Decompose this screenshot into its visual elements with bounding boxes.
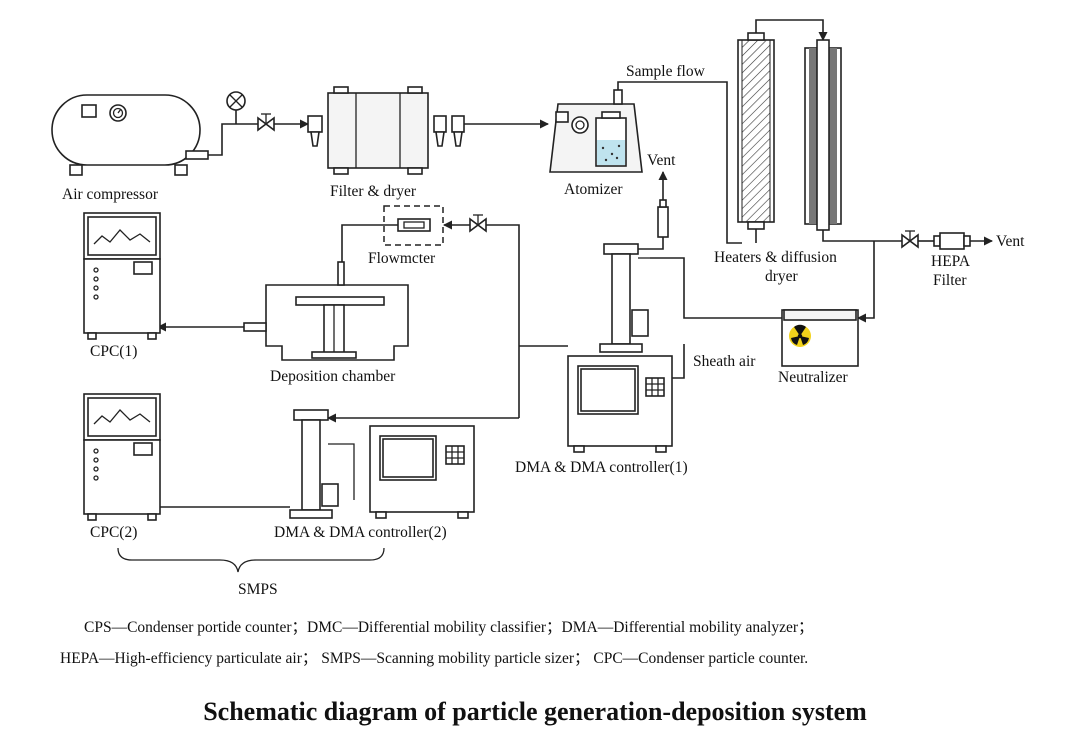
deposition-chamber	[243, 261, 409, 361]
label-sheath-air: Sheath air	[693, 353, 756, 370]
pressure-gauge	[226, 91, 246, 124]
legend-line-2: HEPA—High-efficiency particulate air； SM…	[60, 650, 808, 667]
diffusion-dryer	[804, 39, 842, 231]
sample-flow-line	[617, 81, 742, 244]
air-compressor	[51, 94, 209, 176]
heater-to-dryer-line	[755, 19, 828, 41]
label-sample-flow: Sample flow	[626, 63, 706, 80]
neutralizer-to-dma1-line	[650, 257, 782, 319]
flowmeter-to-chamber-line	[341, 224, 398, 262]
label-cpc1: CPC(1)	[90, 343, 137, 360]
label-neutralizer: Neutralizer	[778, 369, 849, 386]
label-air-compressor: Air compressor	[62, 186, 159, 203]
figure-title: Schematic diagram of particle generation…	[203, 697, 867, 726]
dma-1	[567, 243, 673, 453]
filter-dryer	[307, 86, 465, 175]
valve-1	[257, 113, 275, 132]
smps-bracket	[117, 547, 385, 573]
label-flowmeter: Flowmcter	[368, 250, 436, 267]
label-cpc2: CPC(2)	[90, 524, 137, 541]
label-hepa-line1: HEPA	[931, 253, 971, 270]
label-dma1: DMA & DMA controller(1)	[515, 459, 688, 476]
dma-2	[289, 409, 475, 519]
label-vent-top: Vent	[647, 152, 676, 169]
cpc-2	[83, 393, 161, 521]
hepa-filter	[933, 232, 971, 250]
cpc-1	[83, 212, 161, 340]
neutralizer	[781, 309, 859, 367]
label-dma2: DMA & DMA controller(2)	[274, 524, 447, 541]
label-heaters-line1: Heaters & diffusion	[714, 249, 837, 266]
label-hepa-line2: Filter	[933, 272, 967, 289]
valve-hepa	[901, 230, 919, 249]
heater	[737, 32, 775, 230]
atomizer-liquid	[597, 140, 625, 165]
valve-flow	[469, 214, 487, 233]
atomizer	[549, 89, 643, 173]
sheath-air-line	[672, 344, 685, 379]
dryer-to-neutralizer-line	[857, 241, 875, 323]
label-vent-right: Vent	[996, 233, 1025, 250]
label-smps: SMPS	[238, 581, 278, 598]
label-deposition-chamber: Deposition chamber	[270, 368, 396, 385]
label-heaters-line2: dryer	[765, 268, 799, 285]
label-filter-dryer: Filter & dryer	[330, 183, 417, 200]
label-atomizer: Atomizer	[564, 181, 623, 198]
vent-filter	[657, 199, 669, 238]
legend-line-1: CPS—Condenser portide counter；DMC—Differ…	[84, 619, 814, 636]
dma-output-line	[486, 224, 520, 418]
